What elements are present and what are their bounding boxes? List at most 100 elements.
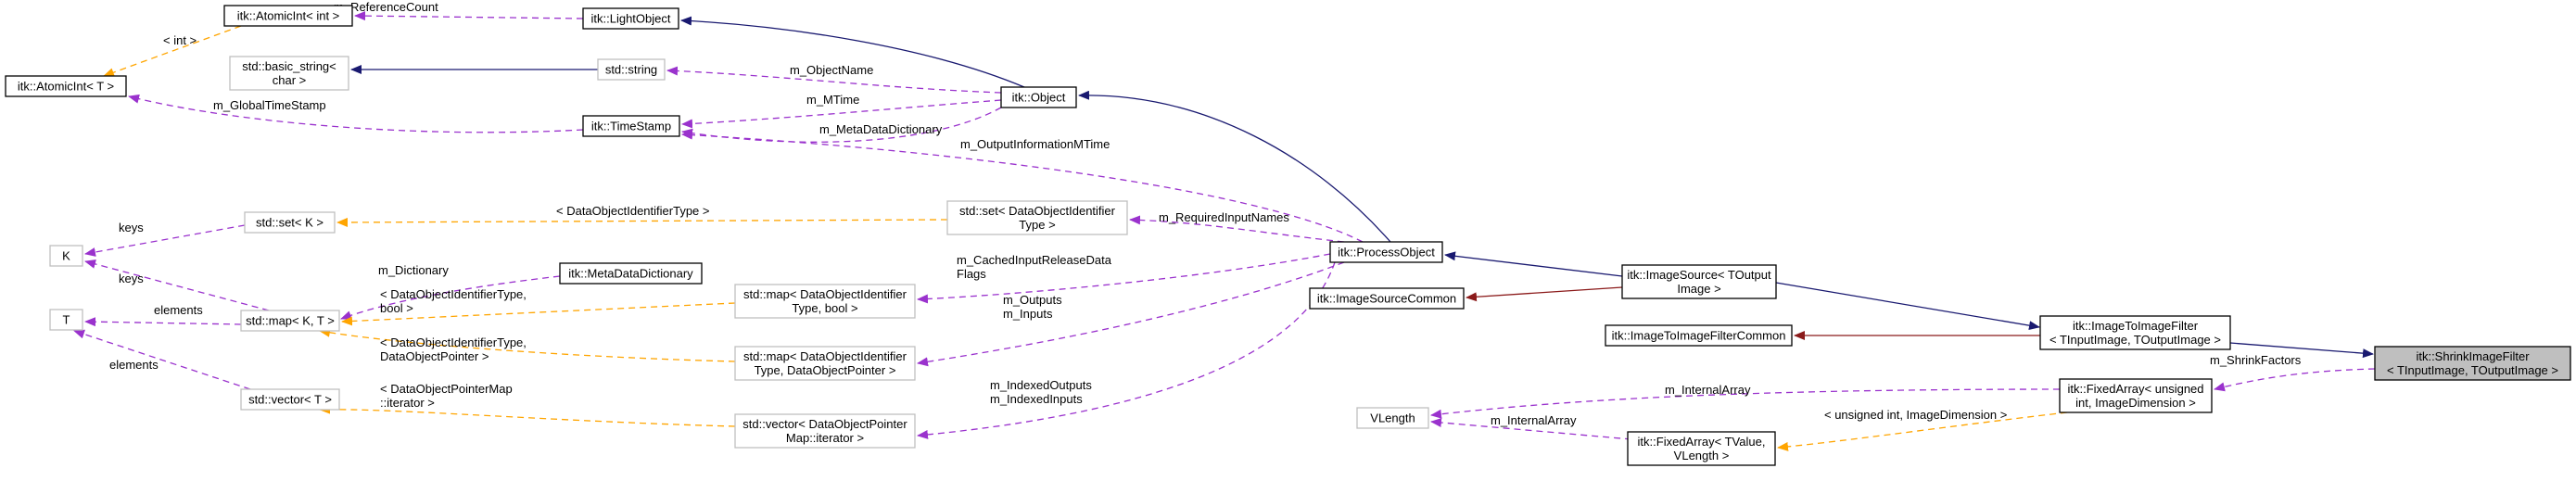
node-set-k[interactable]: std::set< K >: [244, 211, 336, 234]
node-imagesource[interactable]: itk::ImageSource< TOutputImage >: [1621, 264, 1777, 299]
edge-label: m_GlobalTimeStamp: [213, 98, 326, 112]
edge-label: Flags: [957, 267, 986, 281]
edge-e-i2i-shrink: [2229, 342, 2374, 359]
edge-e-elements-map: elements: [84, 303, 242, 327]
edge-label: m_IndexedInputs: [990, 392, 1083, 406]
node-label: std::map< DataObjectIdentifier: [743, 349, 907, 363]
node-processobject[interactable]: itk::ProcessObject: [1329, 241, 1443, 263]
node-label: itk::MetaDataDictionary: [568, 267, 693, 281]
node-label: Type >: [1019, 218, 1055, 232]
edge-line: [2214, 368, 2376, 392]
edge-e-reqinput: m_RequiredInputNames: [1129, 210, 1345, 243]
node-vector-ptrmap[interactable]: std::vector< DataObjectPointerMap::itera…: [734, 413, 916, 449]
edge-label: elements: [109, 358, 159, 372]
node-box: [1627, 431, 1776, 466]
edge-line: [1129, 215, 1345, 243]
edge-e-dictionary: m_Dictionary: [340, 263, 561, 320]
node-timestamp[interactable]: itk::TimeStamp: [582, 115, 680, 137]
node-std-string[interactable]: std::string: [597, 58, 666, 81]
edge-line: [2229, 342, 2374, 359]
edge-line: [666, 66, 1002, 94]
node-label: itk::Object: [1012, 91, 1066, 105]
edge-line: [917, 253, 1331, 304]
node-set-doit[interactable]: std::set< DataObjectIdentifierType >: [946, 200, 1128, 235]
node-label: std::vector< DataObjectPointer: [742, 417, 907, 431]
edge-label: m_ObjectName: [790, 63, 873, 77]
node-label: std::basic_string<: [242, 59, 336, 73]
edge-line: [1466, 286, 1623, 302]
node-shrink[interactable]: itk::ShrinkImageFilter< TInputImage, TOu…: [2374, 346, 2571, 381]
edge-e-isc-is: [1466, 286, 1623, 302]
node-label: itk::FixedArray< unsigned: [2067, 382, 2203, 396]
node-label: itk::ImageToImageFilterCommon: [1612, 329, 1786, 343]
node-lightobject[interactable]: itk::LightObject: [582, 7, 679, 30]
node-atomicint-int[interactable]: itk::AtomicInt< int >: [223, 5, 353, 27]
node-imagesourcecommon[interactable]: itk::ImageSourceCommon: [1309, 287, 1465, 310]
node-map-bool[interactable]: std::map< DataObjectIdentifierType, bool…: [734, 284, 916, 319]
node-label: VLength: [1370, 411, 1415, 425]
edge-label: < DataObjectIdentifierType,: [380, 287, 527, 301]
node-k[interactable]: K: [49, 245, 83, 267]
edge-e-keys-map: keys: [84, 259, 270, 311]
edge-line: [681, 130, 1364, 243]
node-map-kt[interactable]: std::map< K, T >: [240, 310, 340, 332]
node-label: VLength >: [1674, 449, 1730, 462]
node-label: Type, bool >: [792, 301, 857, 315]
node-i2ifilter[interactable]: itk::ImageToImageFilter< TInputImage, TO…: [2039, 315, 2231, 350]
edge-e-shrinkfactors: m_ShrinkFactors: [2210, 353, 2376, 392]
edge-line: [84, 259, 270, 311]
node-box: [2374, 346, 2571, 381]
node-vlength[interactable]: VLength: [1356, 407, 1429, 429]
edge-e-elements-vec: elements: [73, 329, 251, 390]
edge-label: ::iterator >: [380, 396, 435, 410]
edge-line: [917, 261, 1336, 439]
edge-line: [128, 94, 584, 133]
edge-label: m_InternalArray: [1491, 413, 1577, 427]
node-box: [1621, 264, 1777, 299]
node-map-ptr[interactable]: std::map< DataObjectIdentifierType, Data…: [734, 346, 916, 381]
edge-label: < DataObjectPointerMap: [380, 382, 513, 396]
edge-line: [1078, 90, 1391, 243]
node-box: [1309, 287, 1465, 310]
node-label: Map::iterator >: [786, 431, 864, 445]
node-i2ifiltercommon[interactable]: itk::ImageToImageFilterCommon: [1605, 324, 1793, 347]
node-label: itk::ImageSourceCommon: [1317, 292, 1456, 306]
node-fixedarray-tv[interactable]: itk::FixedArray< TValue,VLength >: [1627, 431, 1776, 466]
node-box: [1329, 241, 1443, 263]
node-box: [734, 346, 916, 381]
node-label: itk::AtomicInt< int >: [237, 9, 340, 23]
node-label: std::set< K >: [256, 216, 324, 230]
edge-line: [917, 261, 1345, 367]
node-label: std::set< DataObjectIdentifier: [959, 204, 1116, 218]
node-metadatadict[interactable]: itk::MetaDataDictionary: [559, 262, 703, 285]
node-t[interactable]: T: [49, 309, 83, 331]
node-box: [1356, 407, 1429, 429]
node-box: [946, 200, 1128, 235]
edge-line: [1777, 411, 2068, 451]
node-box: [49, 309, 83, 331]
edge-label: m_InternalArray: [1665, 383, 1751, 397]
node-box: [5, 75, 127, 97]
edge-label: m_CachedInputReleaseData: [957, 253, 1112, 267]
node-label: Image >: [1677, 282, 1720, 296]
edge-e-po-is: [1444, 251, 1623, 277]
node-box: [223, 5, 353, 27]
edge-e-int: < int >: [103, 25, 242, 77]
node-vector-t[interactable]: std::vector< T >: [240, 388, 340, 411]
node-label: itk::ProcessObject: [1338, 246, 1435, 259]
edge-label: bool >: [380, 301, 413, 315]
node-object[interactable]: itk::Object: [1000, 86, 1077, 108]
edge-e-globalts: m_GlobalTimeStamp: [128, 94, 584, 133]
node-atomicint-t[interactable]: itk::AtomicInt< T >: [5, 75, 127, 97]
edge-label: elements: [154, 303, 203, 317]
node-label: int, ImageDimension >: [2075, 396, 2196, 410]
node-box: [229, 56, 349, 91]
node-basic-string[interactable]: std::basic_string<char >: [229, 56, 349, 91]
edge-e-light-object: [680, 16, 1025, 88]
edge-label: < unsigned int, ImageDimension >: [1824, 408, 2007, 422]
node-label: itk::LightObject: [591, 12, 671, 26]
edge-line: [1430, 417, 1632, 440]
